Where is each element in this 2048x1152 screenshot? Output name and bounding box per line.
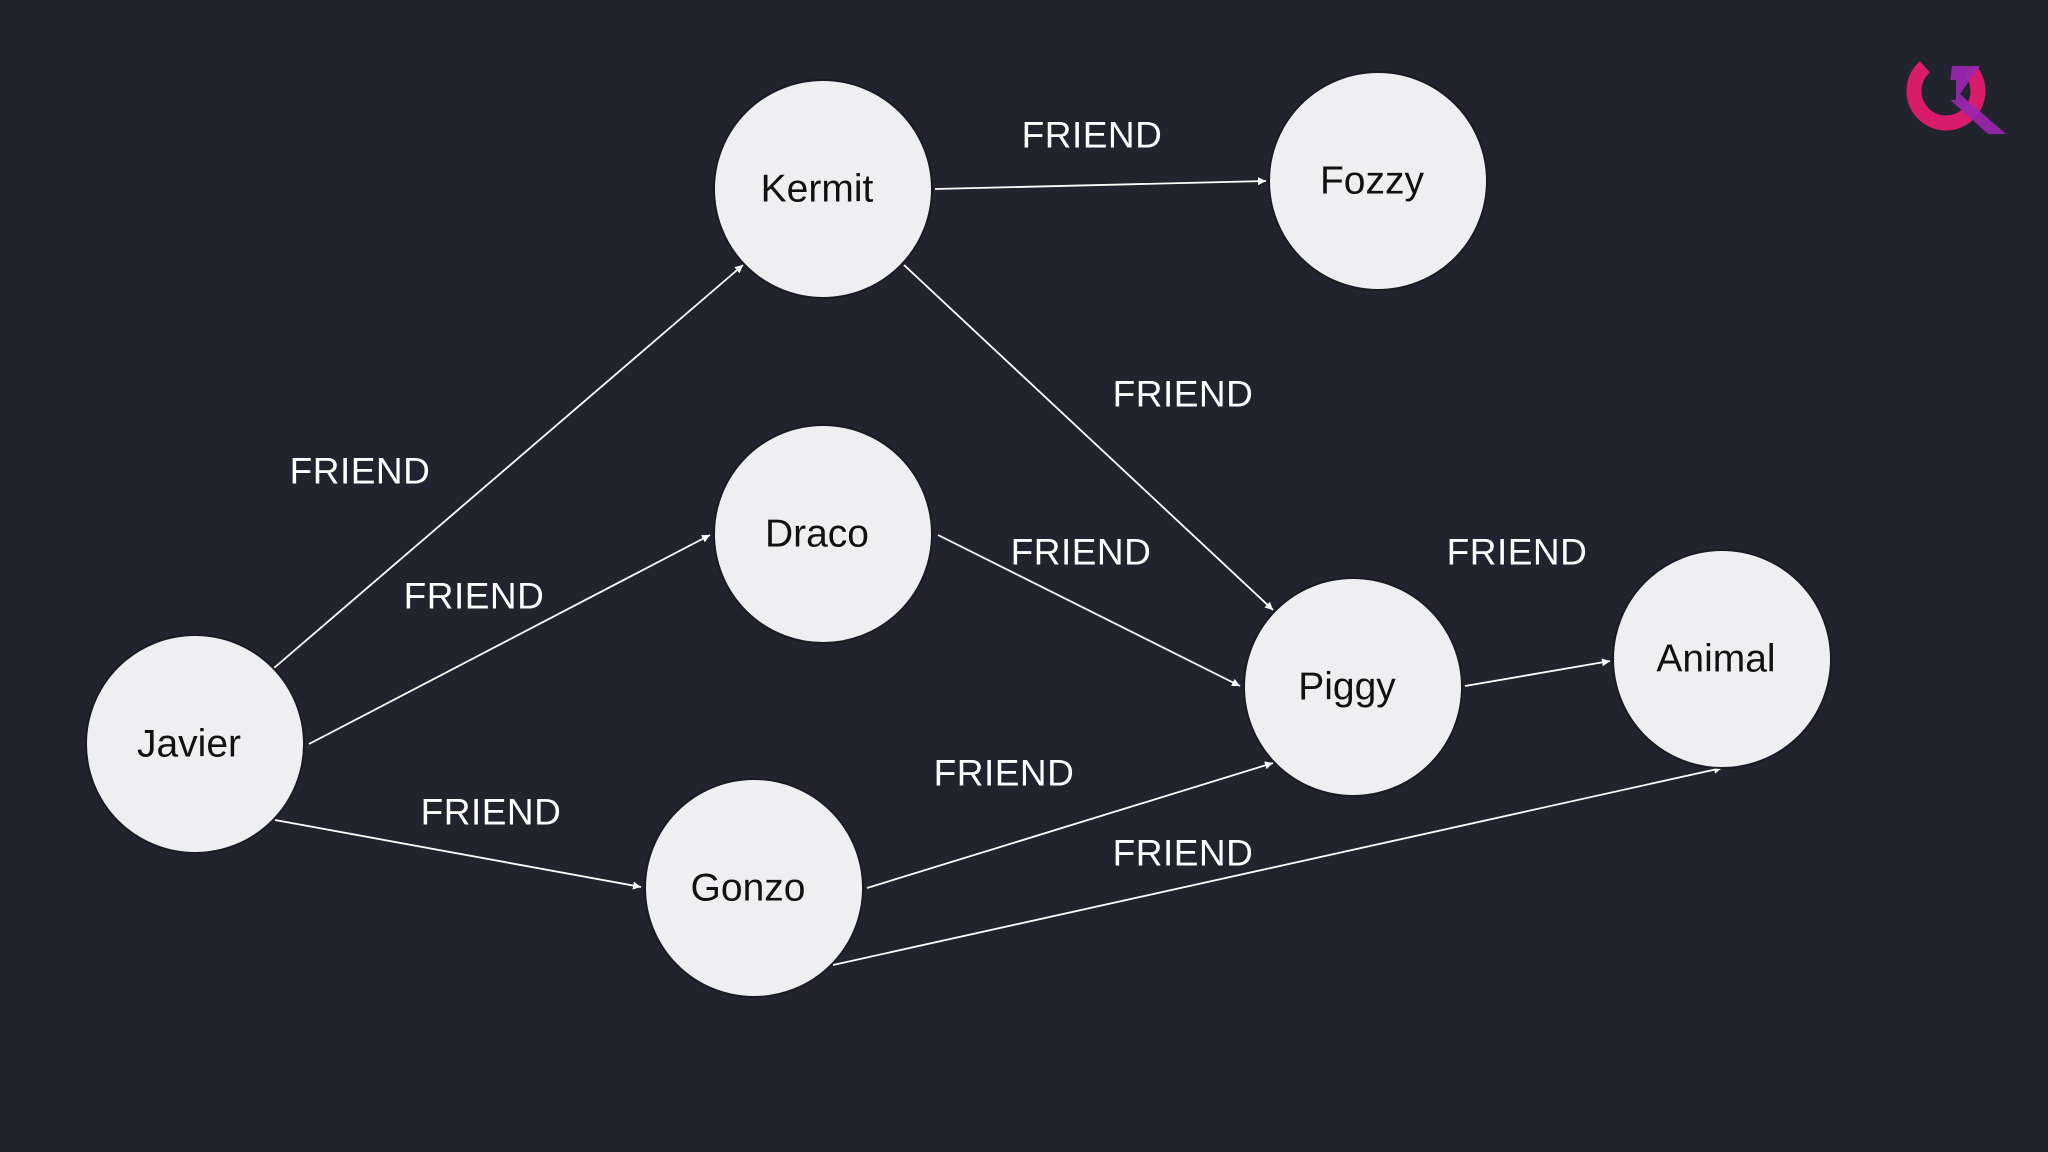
edge-javier-draco — [308, 534, 711, 745]
edge-draco-piggy — [937, 534, 1241, 687]
edge-kermit-piggy — [903, 264, 1274, 611]
node-label-gonzo: Gonzo — [691, 867, 806, 910]
node-circle-gonzo — [644, 778, 864, 998]
edge-label-javier-gonzo: FRIEND — [421, 792, 562, 833]
edge-label-javier-draco: FRIEND — [404, 576, 545, 617]
edges-layer — [273, 177, 1723, 966]
edge-label-gonzo-piggy: FRIEND — [934, 753, 1075, 794]
node-animal: Animal — [1612, 549, 1832, 769]
edge-label-draco-piggy: FRIEND — [1011, 532, 1152, 573]
edge-label-gonzo-animal: FRIEND — [1113, 833, 1254, 874]
edge-label-kermit-fozzy: FRIEND — [1022, 115, 1163, 156]
brand-logo-icon — [1906, 51, 2006, 134]
node-circle-fozzy — [1268, 71, 1488, 291]
edge-gonzo-piggy — [866, 761, 1274, 889]
edge-piggy-animal — [1464, 658, 1611, 687]
node-label-javier: Javier — [137, 723, 241, 766]
node-kermit: Kermit — [713, 79, 933, 299]
node-piggy: Piggy — [1243, 577, 1463, 797]
edge-gonzo-animal — [832, 765, 1723, 966]
node-fozzy: Fozzy — [1268, 71, 1488, 291]
node-javier: Javier — [85, 634, 305, 854]
edge-label-kermit-piggy: FRIEND — [1113, 374, 1254, 415]
node-circle-piggy — [1243, 577, 1463, 797]
node-draco: Draco — [713, 424, 933, 644]
node-label-animal: Animal — [1656, 638, 1775, 681]
node-label-kermit: Kermit — [761, 168, 874, 211]
edge-label-piggy-animal: FRIEND — [1447, 532, 1588, 573]
edge-labels-layer: FRIEND FRIEND FRIEND FRIEND FRIEND FRIEND FRIE… — [290, 115, 1588, 874]
node-circle-animal — [1612, 549, 1832, 769]
edge-kermit-fozzy — [934, 177, 1267, 190]
node-label-fozzy: Fozzy — [1320, 160, 1425, 203]
edge-javier-kermit — [273, 264, 744, 669]
node-gonzo: Gonzo — [644, 778, 864, 998]
node-circle-draco — [713, 424, 933, 644]
node-label-piggy: Piggy — [1298, 666, 1396, 709]
edge-javier-gonzo — [274, 819, 642, 890]
node-label-draco: Draco — [765, 513, 869, 556]
node-circle-javier — [85, 634, 305, 854]
node-circle-kermit — [713, 79, 933, 299]
edge-label-javier-kermit: FRIEND — [290, 451, 431, 492]
